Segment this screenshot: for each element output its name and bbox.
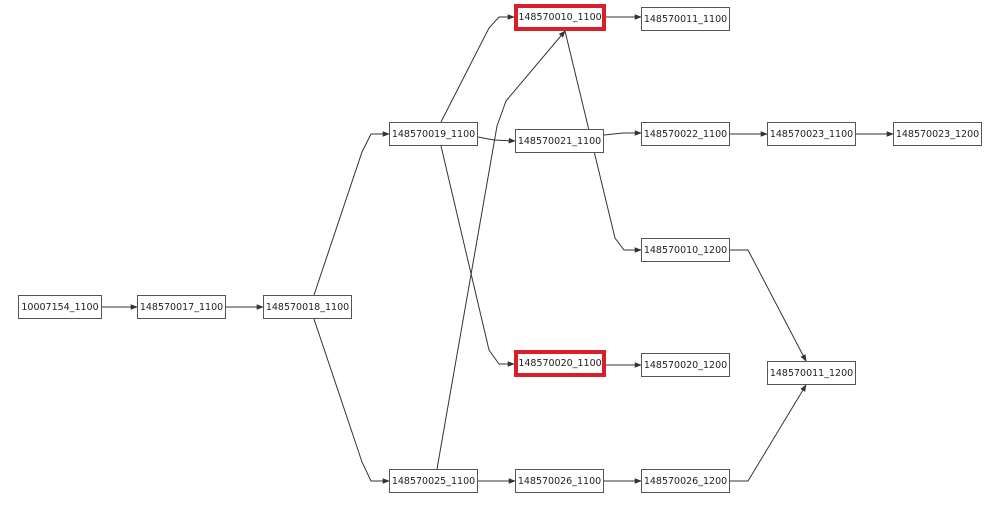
edge-n4-n5 bbox=[436, 30, 566, 470]
node-148570010-1200[interactable]: 148570010_1200 bbox=[641, 238, 730, 262]
edge-n11-n15 bbox=[730, 249, 807, 362]
node-148570017-1100[interactable]: 148570017_1100 bbox=[137, 295, 226, 319]
node-148570020-1100[interactable]: 148570020_1100 bbox=[514, 350, 606, 377]
edge-n3-n5 bbox=[440, 14, 515, 123]
node-10007154-1100[interactable]: 10007154_1100 bbox=[18, 295, 102, 319]
node-148570010-1100[interactable]: 148570010_1100 bbox=[514, 4, 606, 31]
node-148570018-1100[interactable]: 148570018_1100 bbox=[263, 295, 352, 319]
edge-n2-n4 bbox=[313, 318, 390, 484]
edge-n3-n6 bbox=[477, 136, 516, 144]
node-148570021-1100[interactable]: 148570021_1100 bbox=[515, 129, 604, 153]
node-148570019-1100[interactable]: 148570019_1100 bbox=[389, 122, 478, 146]
edge-n3-n7 bbox=[440, 145, 515, 367]
edge-n2-n3 bbox=[313, 131, 390, 296]
node-148570023-1200[interactable]: 148570023_1200 bbox=[893, 122, 982, 146]
node-148570011-1200[interactable]: 148570011_1200 bbox=[767, 361, 856, 385]
node-148570022-1100[interactable]: 148570022_1100 bbox=[641, 122, 730, 146]
edge-n6-n10 bbox=[603, 130, 642, 136]
node-148570026-1100[interactable]: 148570026_1100 bbox=[515, 469, 604, 493]
node-148570020-1200[interactable]: 148570020_1200 bbox=[641, 353, 730, 377]
node-148570025-1100[interactable]: 148570025_1100 bbox=[389, 469, 478, 493]
node-148570026-1200[interactable]: 148570026_1200 bbox=[641, 469, 730, 493]
edge-n13-n15 bbox=[730, 384, 807, 482]
node-148570011-1100[interactable]: 148570011_1100 bbox=[641, 7, 730, 31]
node-148570023-1100[interactable]: 148570023_1100 bbox=[767, 122, 856, 146]
